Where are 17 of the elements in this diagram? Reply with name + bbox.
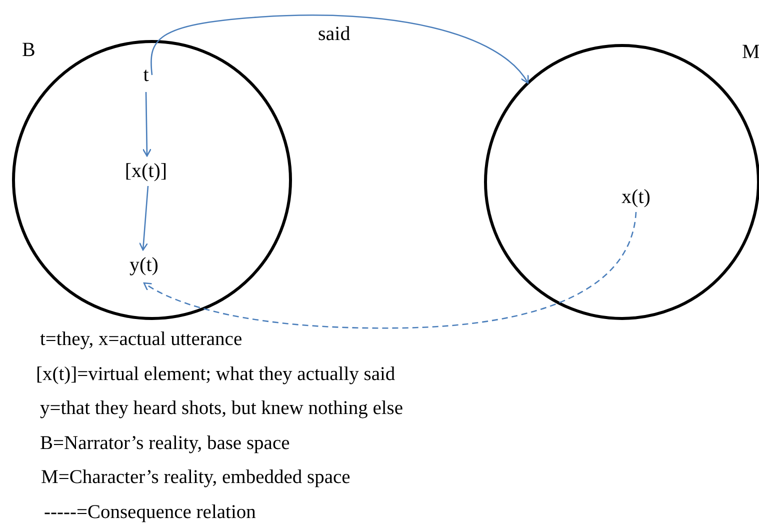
space-heading: M	[742, 40, 759, 64]
space-heading: B	[22, 38, 36, 62]
arrow	[138, 186, 149, 251]
term-label: x(t)	[614, 184, 658, 210]
arrow	[150, 14, 529, 84]
note-text: [x(t)]=virtual element; what they actually said	[36, 362, 396, 386]
note-text: y=that they heard shots, but knew nothing else	[40, 397, 404, 421]
arrow	[142, 92, 152, 157]
term-label: [x(t)]	[112, 158, 180, 184]
term-label: y(t)	[122, 252, 166, 278]
term-label: t	[138, 62, 154, 88]
note-text: t=they, x=actual utterance	[40, 328, 242, 352]
note-text: -----=Consequence relation	[44, 500, 256, 524]
space-circle	[12, 40, 292, 320]
note-text: B=Narrator’s reality, base space	[40, 432, 290, 456]
note-text: M=Character’s reality, embedded space	[41, 466, 350, 490]
dashed-arrow	[143, 212, 637, 329]
